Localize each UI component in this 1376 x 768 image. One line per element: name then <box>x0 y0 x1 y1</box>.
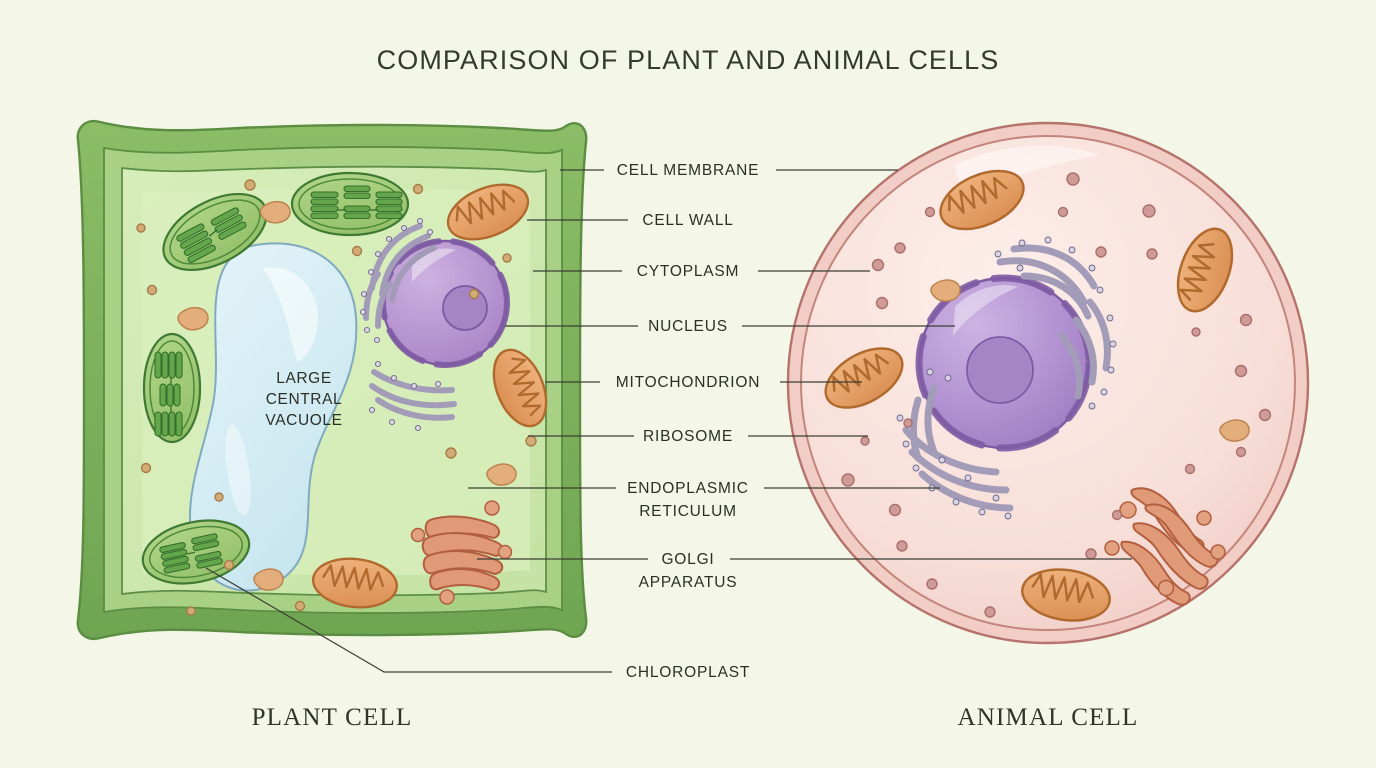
mitochondrion <box>311 557 399 609</box>
vacuole-highlight <box>262 267 318 362</box>
page-title: COMPARISON OF PLANT AND ANIMAL CELLS <box>377 45 1000 75</box>
label-golgi-apparatus-line1: GOLGI <box>661 551 714 568</box>
vacuole-highlight-2 <box>225 424 251 516</box>
caption-plant-cell: PLANT CELL <box>252 704 413 731</box>
vacuole-label-line1: LARGE <box>276 370 332 387</box>
endoplasmic-reticulum <box>994 236 1117 410</box>
vacuole-label-line2: CENTRAL <box>266 391 343 408</box>
label-golgi-apparatus-line2: APPARATUS <box>639 574 738 591</box>
label-cell-membrane: CELL MEMBRANE <box>617 162 759 179</box>
mitochondrion <box>939 169 1025 231</box>
label-column: CELL MEMBRANE CELL WALL CYTOPLASM NUCLEU… <box>616 162 760 681</box>
mitochondrion <box>492 348 548 428</box>
lipid-droplet <box>177 200 517 591</box>
label-cell-wall: CELL WALL <box>642 212 733 229</box>
nucleus <box>915 274 1093 452</box>
chloroplast <box>142 332 202 444</box>
chloroplast <box>162 192 268 272</box>
label-endoplasmic-reticulum-line2: RETICULUM <box>639 503 737 520</box>
endoplasmic-reticulum <box>896 368 1014 520</box>
label-ribosome: RIBOSOME <box>643 428 733 445</box>
lipid-droplet <box>930 279 1250 442</box>
label-mitochondrion: MITOCHONDRION <box>616 374 760 391</box>
endoplasmic-reticulum <box>359 217 437 344</box>
mitochondrion <box>1176 227 1234 313</box>
caption-animal-cell: ANIMAL CELL <box>958 704 1139 731</box>
chloroplast <box>141 519 251 585</box>
label-chloroplast: CHLOROPLAST <box>626 664 750 681</box>
golgi-apparatus <box>410 500 513 605</box>
label-cytoplasm: CYTOPLASM <box>637 263 740 280</box>
leader-chloroplast <box>205 567 612 673</box>
endoplasmic-reticulum <box>368 360 457 432</box>
nucleus <box>380 238 510 368</box>
leader-lines <box>205 169 1132 673</box>
membrane-highlight <box>955 145 1100 198</box>
mitochondrion <box>1021 568 1111 622</box>
golgi-apparatus <box>1104 487 1226 606</box>
vacuole-label-line3: VACUOLE <box>265 412 342 429</box>
animal-cell <box>786 121 1310 645</box>
plant-cell: LARGE CENTRAL VACUOLE <box>76 119 588 641</box>
ribosome <box>841 172 1272 618</box>
nucleus-highlight <box>953 285 1018 336</box>
nucleolus <box>966 336 1034 404</box>
label-nucleus: NUCLEUS <box>648 318 728 335</box>
ribosome <box>136 179 537 616</box>
label-endoplasmic-reticulum-line1: ENDOPLASMIC <box>627 480 749 497</box>
mitochondrion <box>446 183 530 241</box>
nuclear-envelope <box>915 274 1093 452</box>
nucleolus <box>442 285 488 331</box>
chloroplast <box>290 171 410 237</box>
mitochondrion <box>824 347 904 409</box>
